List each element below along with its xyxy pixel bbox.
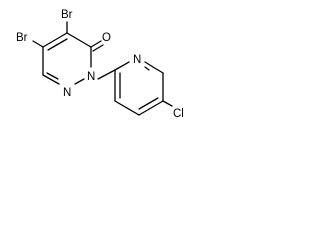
- bond-c3-o-1: [90, 40, 102, 48]
- atom-nitrogen-lower: N: [63, 87, 71, 99]
- bond-pyr-c4-c3-outer: [138, 100, 164, 116]
- bond-c5-c4-outer: [42, 32, 68, 48]
- bonds: [32, 21, 173, 116]
- chemical-structure: Br Br O N N N Cl: [16, 9, 184, 120]
- bond-pyr-n-c6-outer: [144, 61, 154, 68]
- bond-pyr-c3-c2: [114, 100, 140, 116]
- bond-n1-c6-outer: [42, 74, 60, 85]
- atom-nitrogen-pyridine: N: [133, 54, 141, 66]
- atom-labels: Br Br O N N N Cl: [16, 9, 184, 120]
- atom-chlorine: Cl: [173, 108, 184, 120]
- bond-n2-n1: [74, 78, 85, 85]
- bond-n2-pyridine: [97, 69, 116, 80]
- bond-pyr-n-c6-inner: [144, 66, 150, 71]
- atom-bromine-left: Br: [16, 32, 28, 44]
- atom-oxygen: O: [102, 32, 111, 44]
- bond-c5-c4-inner: [47, 38, 68, 51]
- bond-c5-br: [32, 40, 44, 48]
- bond-pyr-c4-c3-inner: [138, 97, 159, 110]
- atom-bromine-top: Br: [61, 9, 73, 21]
- bond-pyr-c5-cl: [162, 100, 173, 107]
- bond-pyr-c6-c5: [152, 66, 164, 74]
- bond-c4-c3: [66, 32, 92, 48]
- bond-c3-o-2: [92, 44, 104, 52]
- bond-pyr-c2-n: [114, 61, 130, 71]
- bond-n1-c6-inner: [46, 72, 59, 80]
- atom-nitrogen-upper: N: [87, 71, 95, 83]
